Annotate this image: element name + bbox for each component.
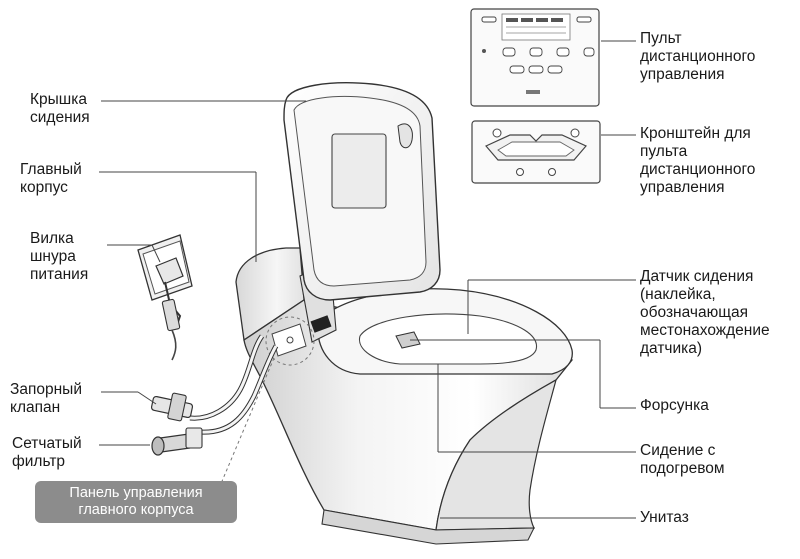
label-power-plug: Вилка шнура питания <box>30 230 89 283</box>
remote-control-image <box>470 8 600 107</box>
label-remote-control: Пульт дистанционного управления <box>640 30 756 83</box>
label-seat-lid: Крышка сидения <box>30 91 90 126</box>
label-nozzle: Форсунка <box>640 397 709 414</box>
power-plug-image <box>137 234 193 361</box>
label-seat-sensor: Датчик сидения (наклейка, обозначающая м… <box>640 268 770 357</box>
toilet-image <box>219 82 574 545</box>
leader-valve-d <box>137 391 157 405</box>
main-body-control-panel-badge: Панель управления главного корпуса <box>35 481 237 523</box>
remote-bracket-image <box>471 120 601 184</box>
label-main-body: Главный корпус <box>20 161 82 196</box>
panel-badge-line2: главного корпуса <box>78 502 194 518</box>
valve-filter-image <box>150 334 279 456</box>
label-heated-seat: Сидение с подогревом <box>640 442 725 477</box>
panel-badge-line1: Панель управления <box>69 485 203 501</box>
label-remote-bracket: Кронштейн для пульта дистанционного упра… <box>640 125 756 196</box>
label-bowl: Унитаз <box>640 509 689 526</box>
label-mesh-filter: Сетчатый фильтр <box>12 435 82 470</box>
leader-power-plug-v <box>151 244 161 263</box>
label-shutoff-valve: Запорный клапан <box>10 381 82 416</box>
leader-lines <box>99 40 636 519</box>
